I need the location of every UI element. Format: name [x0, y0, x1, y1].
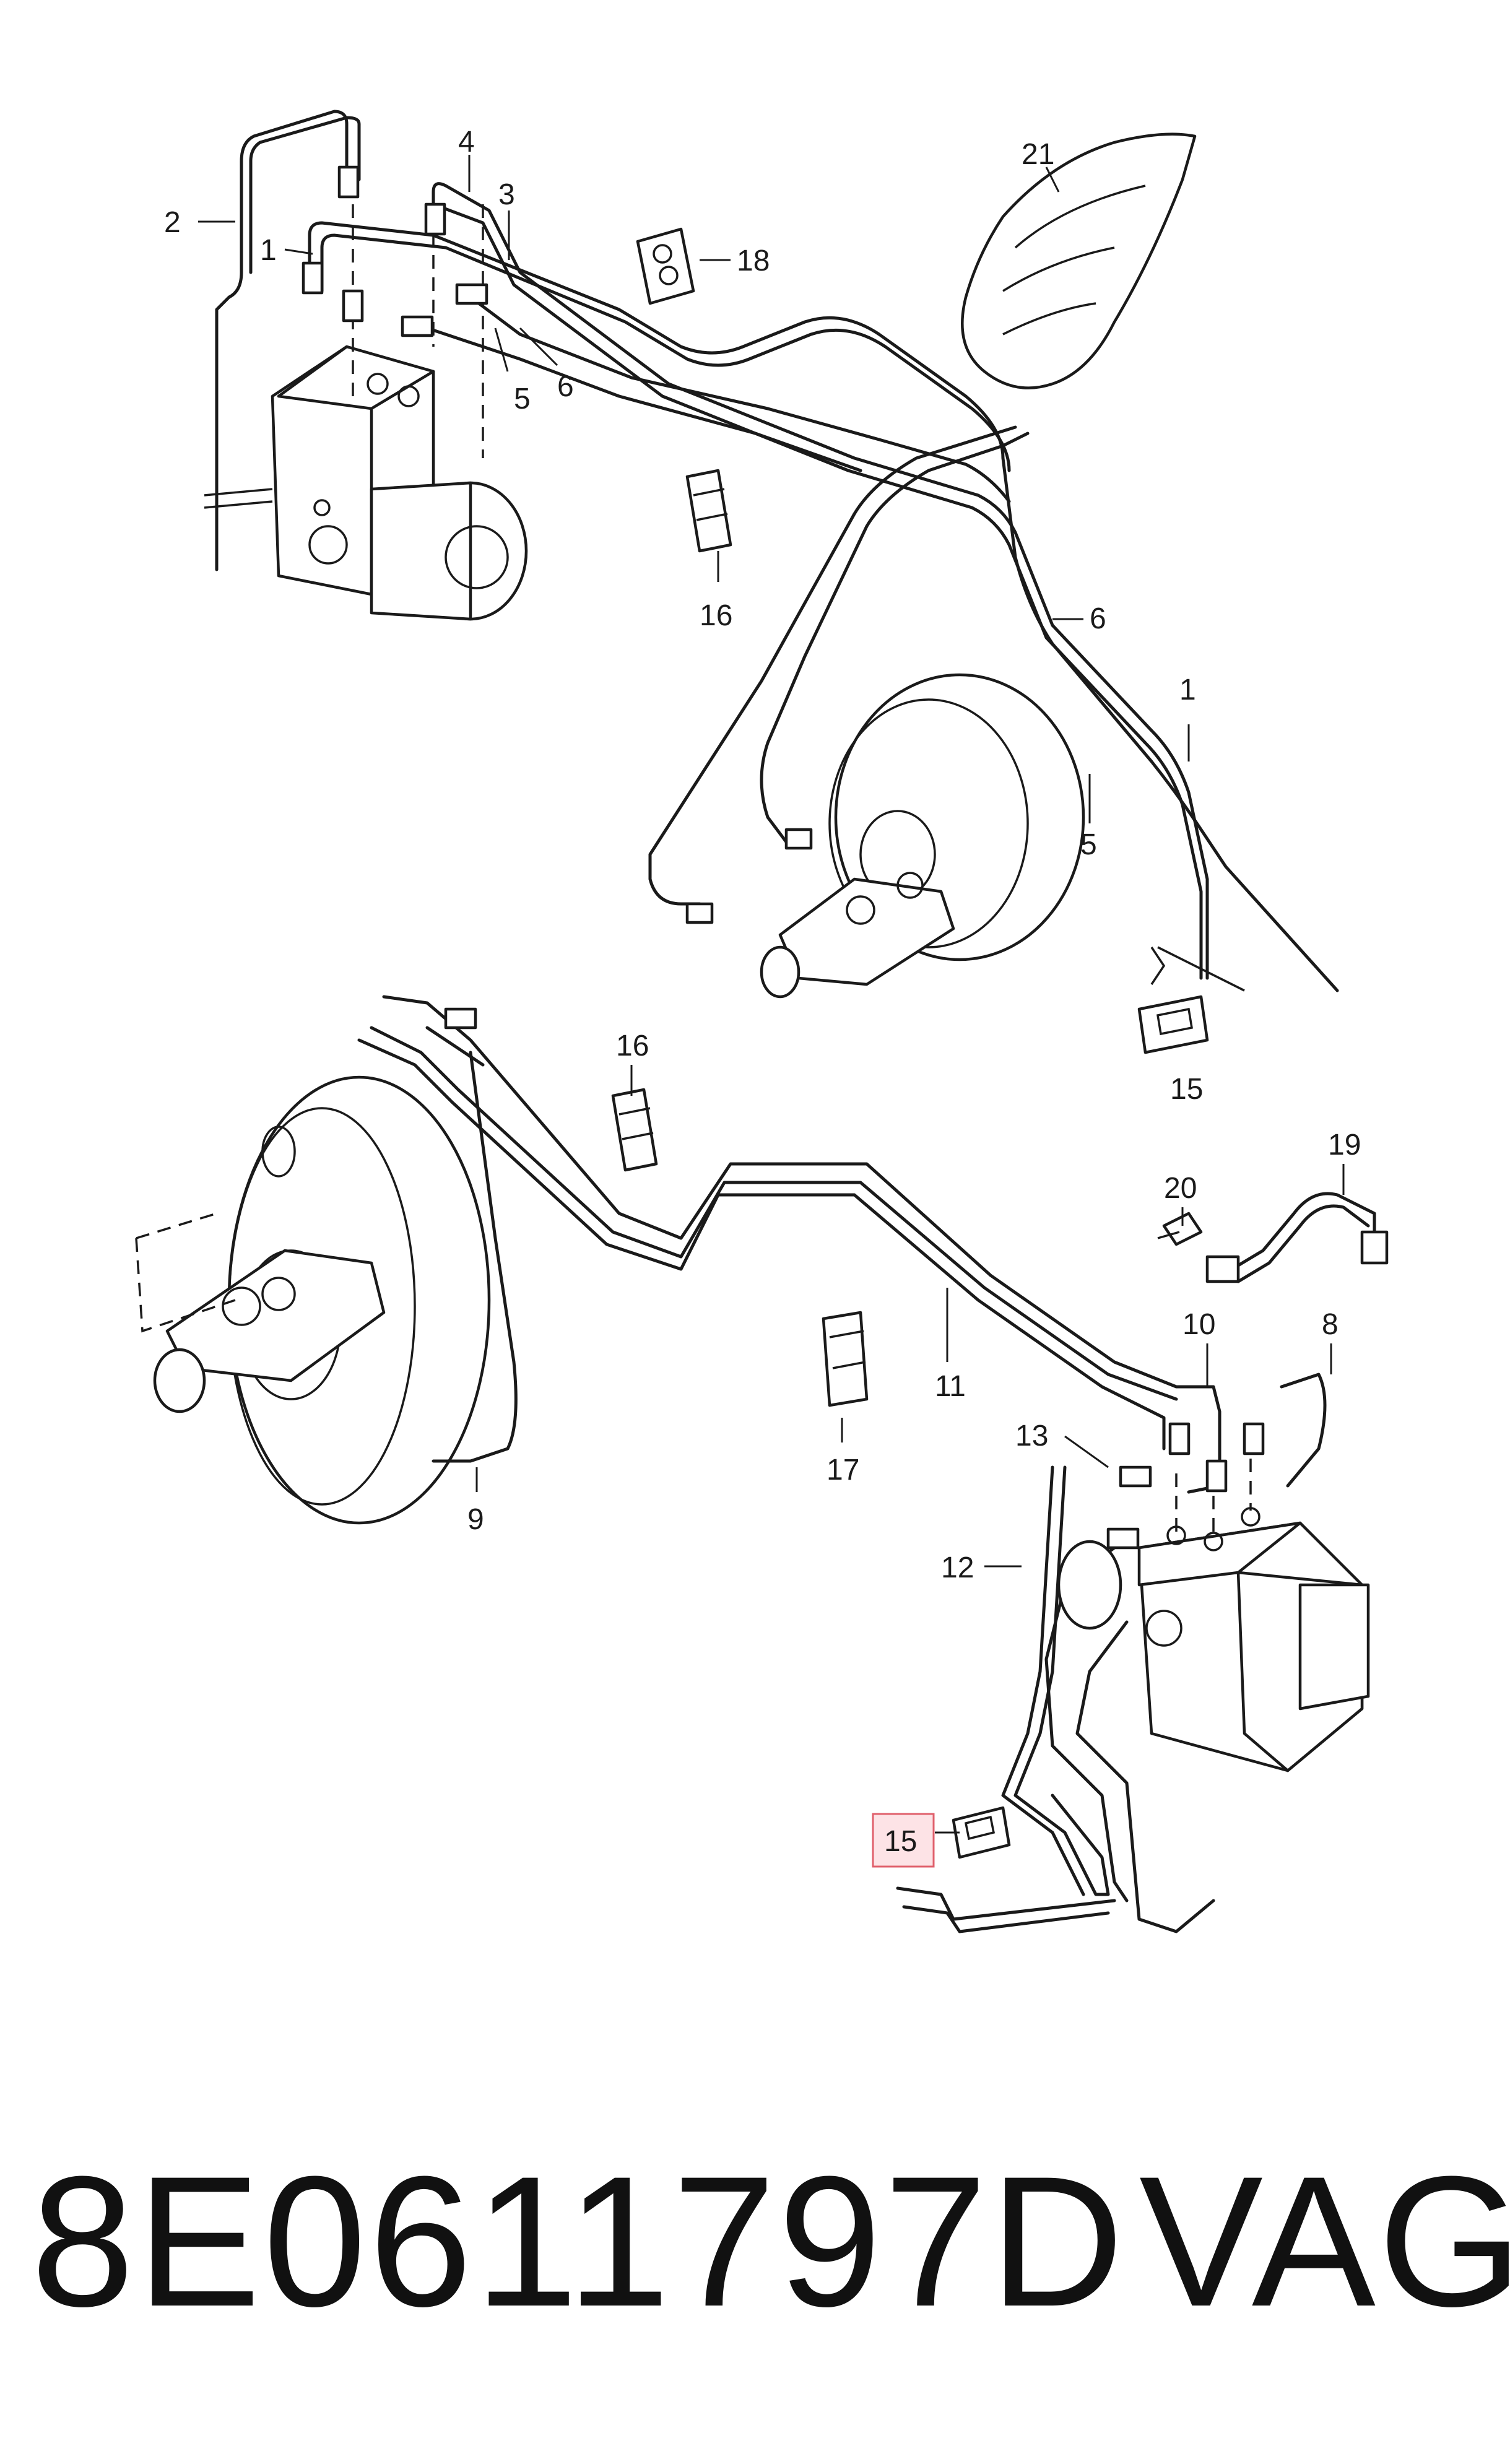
callout-1-top: 1	[260, 234, 277, 267]
callout-13: 13	[1015, 1420, 1048, 1452]
abs-unit-bottom	[1057, 1436, 1370, 1772]
fittings-bottom	[444, 1007, 1265, 1550]
callout-15-low: 15	[884, 1825, 917, 1858]
clip-16-top	[685, 469, 732, 553]
brake-pipes-bottom	[357, 995, 1327, 1933]
brake-booster-top	[685, 673, 1085, 999]
clip-16-bottom	[611, 1088, 658, 1172]
brake-pipes-top	[215, 110, 1339, 992]
sleeve-21	[961, 132, 1197, 389]
clip-18	[636, 227, 695, 305]
callout-6-mid: 6	[1090, 602, 1106, 635]
clip-17	[822, 1311, 869, 1407]
callouts: 2 1 4 3 5 6 18 21 16 6 1 5 15 16 19 20 1…	[164, 126, 1361, 1868]
callout-11: 11	[935, 1370, 966, 1403]
callout-21: 21	[1022, 138, 1054, 171]
fittings-top	[302, 165, 488, 337]
callout-6-top: 6	[557, 370, 574, 403]
callout-15-mid: 15	[1170, 1073, 1203, 1106]
callout-18: 18	[737, 245, 770, 277]
callout-12: 12	[941, 1551, 974, 1584]
part-number: 8E0611797D	[31, 2137, 1127, 2345]
callout-5-top: 5	[514, 383, 531, 415]
leader-lines	[198, 155, 1345, 1834]
callout-4: 4	[458, 126, 475, 158]
clip-15-mid	[1137, 946, 1245, 1054]
callout-19: 19	[1328, 1129, 1361, 1161]
abs-unit-top	[204, 204, 528, 621]
callout-9: 9	[467, 1503, 484, 1536]
callout-1-mid: 1	[1179, 674, 1196, 706]
callout-16-top: 16	[700, 599, 732, 632]
clip-15-bottom	[952, 1806, 1011, 1859]
callout-3: 3	[498, 178, 515, 211]
callout-20: 20	[1164, 1172, 1197, 1205]
callout-16-low: 16	[616, 1030, 649, 1062]
callout-10: 10	[1182, 1308, 1215, 1341]
callout-15-highlight	[872, 1813, 935, 1868]
callout-8: 8	[1322, 1308, 1339, 1341]
callout-5-mid: 5	[1080, 828, 1097, 861]
clip-20	[1157, 1212, 1203, 1246]
brand-label: VAG	[1139, 2137, 1510, 2345]
brake-booster-bottom	[135, 1075, 491, 1525]
brake-hose-19	[1205, 1192, 1389, 1283]
callout-2: 2	[164, 206, 181, 239]
callout-17: 17	[827, 1454, 859, 1486]
